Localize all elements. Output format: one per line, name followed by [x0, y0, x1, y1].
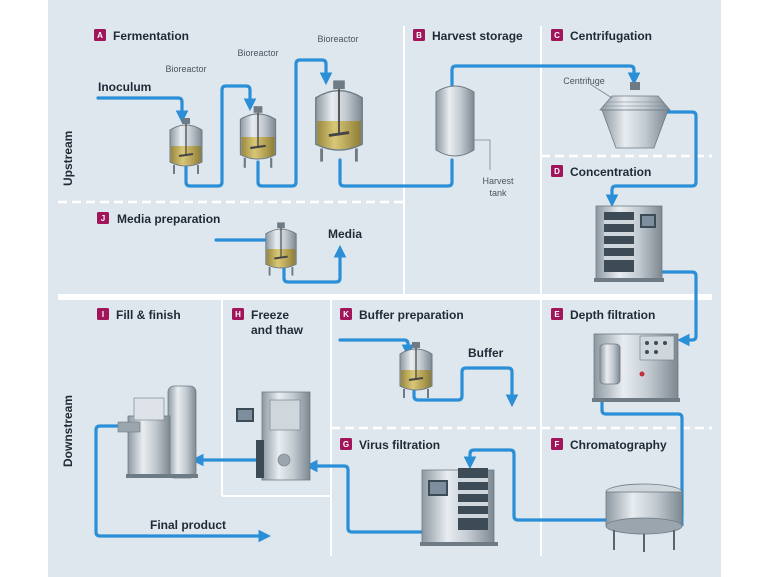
bioreactor-label: Bioreactor — [317, 34, 358, 44]
chromatography-column-icon — [605, 483, 683, 552]
section-header-h: H Freeze and thaw — [232, 308, 304, 337]
harvest-tank-label: Harvest — [482, 176, 514, 186]
svg-text:Fermentation: Fermentation — [113, 29, 189, 43]
svg-text:D: D — [554, 167, 560, 176]
buffer-label: Buffer — [468, 346, 504, 360]
section-header-c: C Centrifugation — [551, 29, 652, 43]
downstream-label: Downstream — [61, 395, 75, 467]
section-header-b: B Harvest storage — [413, 29, 523, 43]
svg-text:G: G — [343, 440, 349, 449]
final-product-label: Final product — [150, 518, 226, 532]
svg-text:and thaw: and thaw — [251, 323, 304, 337]
svg-text:Concentration: Concentration — [570, 165, 651, 179]
bioreactor-label: Bioreactor — [165, 64, 206, 74]
svg-text:F: F — [555, 440, 560, 449]
upstream-label: Upstream — [61, 131, 75, 186]
depth-filtration-skid-icon — [592, 333, 680, 402]
svg-text:Buffer preparation: Buffer preparation — [359, 308, 464, 322]
centrifuge-icon — [589, 82, 671, 149]
svg-text:Centrifugation: Centrifugation — [570, 29, 652, 43]
svg-text:Harvest storage: Harvest storage — [432, 29, 523, 43]
centrifuge-label: Centrifuge — [563, 76, 605, 86]
section-header-j: J Media preparation — [97, 212, 220, 226]
svg-text:A: A — [97, 31, 103, 40]
svg-text:E: E — [554, 310, 560, 319]
svg-text:Freeze: Freeze — [251, 308, 289, 322]
concentration-skid-icon — [594, 205, 664, 282]
svg-text:B: B — [416, 31, 422, 40]
section-header-i: I Fill & finish — [97, 308, 181, 322]
media-label: Media — [328, 227, 362, 241]
svg-text:K: K — [343, 310, 349, 319]
harvest-tank-label-line2: tank — [489, 188, 507, 198]
svg-text:Media preparation: Media preparation — [117, 212, 220, 226]
svg-text:J: J — [101, 214, 105, 223]
harvest-tank-icon — [435, 85, 491, 170]
svg-text:C: C — [554, 31, 560, 40]
svg-text:Fill & finish: Fill & finish — [116, 308, 181, 322]
svg-text:I: I — [102, 310, 104, 319]
inoculum-label: Inoculum — [98, 80, 151, 94]
section-header-f: F Chromatography — [551, 438, 667, 452]
section-header-e: E Depth filtration — [551, 308, 655, 322]
bioreactor-label: Bioreactor — [237, 48, 278, 58]
section-dividers — [58, 26, 712, 556]
svg-text:Depth filtration: Depth filtration — [570, 308, 655, 322]
section-header-a: A Fermentation — [94, 29, 189, 43]
svg-text:Virus filtration: Virus filtration — [359, 438, 440, 452]
section-header-g: G Virus filtration — [340, 438, 440, 452]
svg-text:H: H — [235, 310, 241, 319]
freeze-thaw-unit-icon — [236, 391, 311, 481]
section-header-k: K Buffer preparation — [340, 308, 464, 322]
fill-finish-machine-icon — [117, 385, 198, 479]
svg-text:Chromatography: Chromatography — [570, 438, 667, 452]
virus-filtration-skid-icon — [420, 468, 498, 546]
section-header-d: D Concentration — [551, 165, 651, 179]
